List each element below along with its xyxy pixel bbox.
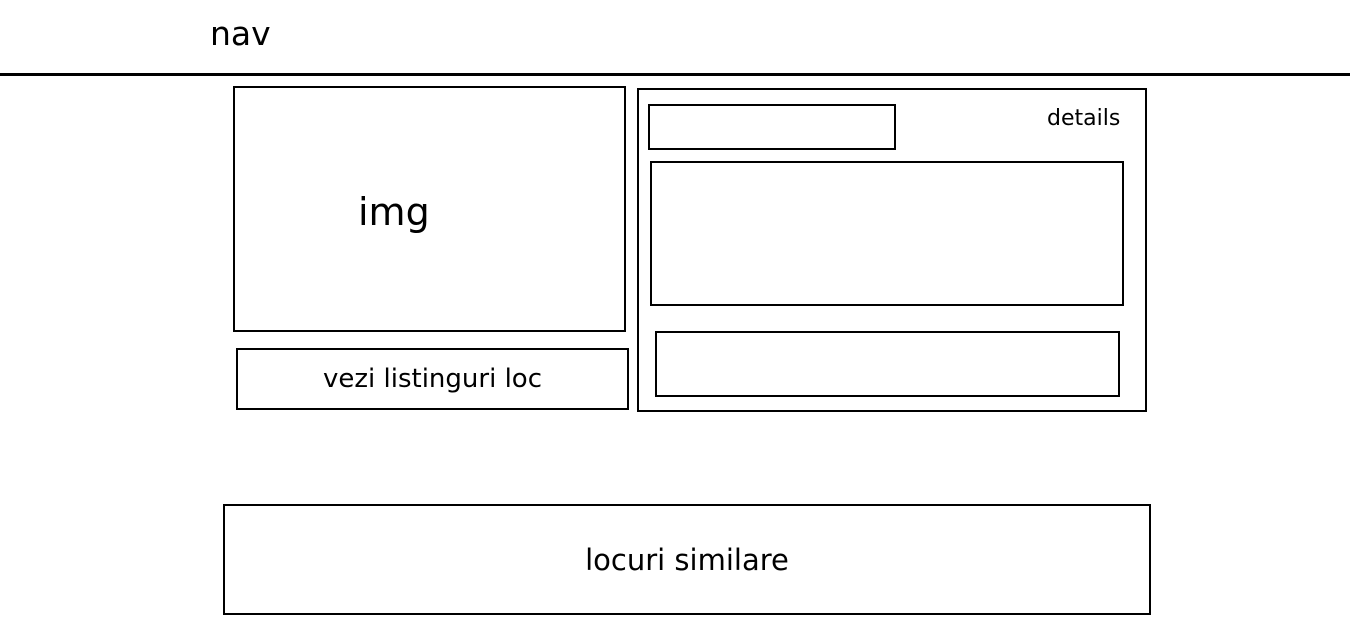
details-content-box xyxy=(650,161,1124,306)
details-title-box xyxy=(648,104,896,150)
view-listings-button[interactable]: vezi listinguri loc xyxy=(236,348,629,410)
similar-places-section[interactable]: locuri similare xyxy=(223,504,1151,615)
details-label: details xyxy=(1047,106,1121,131)
nav-divider xyxy=(0,73,1350,76)
image-placeholder xyxy=(233,86,626,332)
details-panel xyxy=(637,88,1147,412)
details-footer-box xyxy=(655,331,1120,397)
nav-label: nav xyxy=(210,14,271,53)
image-placeholder-label: img xyxy=(358,190,430,234)
